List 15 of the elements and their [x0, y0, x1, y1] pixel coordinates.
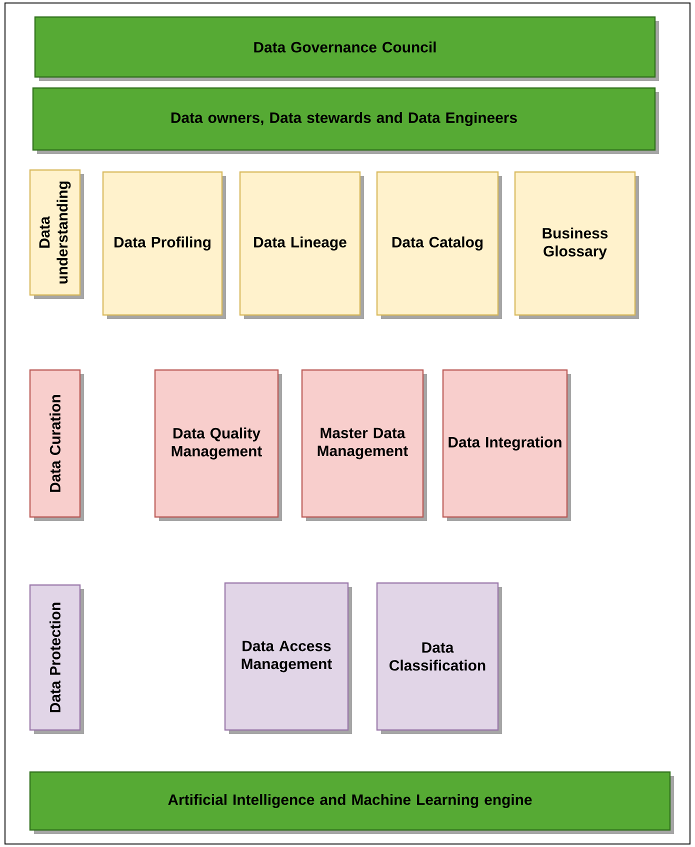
category-label: Data Protection	[29, 584, 84, 734]
component-box: Master Data Management	[301, 369, 427, 521]
footer-band: Artificial Intelligence and Machine Learning engine	[29, 771, 674, 834]
component-box: Data Access Management	[224, 582, 352, 734]
category-label: Data Curation	[29, 369, 84, 521]
header-band: Data owners, Data stewards and Data Engineers	[32, 87, 659, 154]
header-band: Data Governance Council	[34, 16, 659, 81]
category-label: Data understanding	[29, 169, 84, 299]
component-box: Data Quality Management	[154, 369, 282, 521]
component-box: Data Lineage	[239, 171, 364, 319]
component-box: Data Catalog	[376, 171, 502, 319]
component-box: Business Glossary	[514, 171, 639, 319]
component-box: Data Classification	[376, 582, 502, 734]
component-box: Data Profiling	[102, 171, 226, 319]
component-box: Data Integration	[442, 369, 571, 521]
